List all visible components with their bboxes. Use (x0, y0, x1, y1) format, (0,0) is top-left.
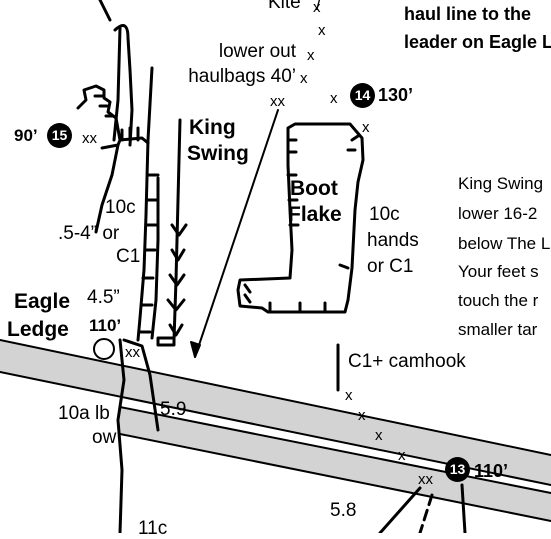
grade-10a-line2: ow (92, 427, 117, 448)
pitch-14-length: 130’ (378, 85, 414, 105)
lower-out-line2: haulbags 40’ (188, 66, 296, 87)
bolt-marker: xx (82, 130, 98, 147)
pitch-13-length: 110’ (474, 461, 509, 481)
king-swing-line1: King (189, 116, 236, 139)
bolt-marker: x (300, 70, 308, 87)
grade-58-label: 5.8 (330, 500, 357, 521)
main-crack (136, 66, 154, 342)
kite-label: Kite (268, 0, 301, 13)
crack-size-label: 4.5” (87, 287, 120, 308)
haul-note-line2: leader on Eagle L (404, 32, 551, 52)
swing-note-line1: King Swing (458, 174, 544, 193)
slash-mark: / (316, 0, 322, 14)
upper-ledge-band (0, 340, 551, 485)
eagle-lower-crack (116, 338, 126, 533)
bolt-marker: x (345, 387, 353, 404)
crack-hook (113, 24, 134, 147)
grade-59-label: 5.9 (160, 399, 187, 420)
left-grade-line3: C1 (116, 246, 141, 267)
bolt-marker: x (330, 90, 338, 107)
king-swing-ticks (166, 223, 188, 337)
ticks-left (93, 94, 140, 142)
swing-anchor (156, 336, 176, 347)
bolt-marker: x (307, 47, 315, 64)
eagle-height-label: 110’ (89, 316, 122, 335)
eagle-lower-crack-right (122, 338, 160, 432)
swing-note-line4: Your feet s (458, 262, 539, 281)
pitch-14-badge: 14 (350, 83, 375, 108)
boot-grade-line3: or C1 (367, 256, 414, 277)
main-crack-second (150, 176, 160, 340)
bolt-marker: xx (270, 93, 286, 110)
rock-outline-left (76, 84, 150, 150)
lower-ledge-band (120, 407, 551, 521)
boot-flake-line2: Flake (288, 203, 342, 226)
lower-crack-13-dashed (418, 493, 434, 533)
bolt-marker: x (358, 407, 366, 424)
eagle-ledge-line2: Ledge (7, 318, 69, 341)
grade-10a-line1: 10a lb (58, 403, 110, 424)
king-swing-line2: Swing (187, 142, 249, 165)
swing-note-line2: lower 16-2 (458, 204, 538, 223)
bolt-marker: x (362, 119, 370, 136)
boot-flake-line1: Boot (290, 177, 338, 200)
grade-11c-label: 11c (138, 518, 168, 539)
lower-ledge-edge-bottom (119, 433, 551, 522)
flake-ticks (138, 173, 160, 334)
pitch-15-length: 90’ (14, 126, 38, 145)
lower-out-line1: lower out (218, 41, 296, 62)
swing-note-line5: touch the r (458, 291, 539, 310)
bolt-marker: xx (125, 344, 141, 361)
swing-note-line6: smaller tar (458, 320, 538, 339)
left-grade-line2: .5-4” or (58, 223, 120, 244)
eagle-ledge-circle (93, 338, 115, 360)
boot-flake-ticks (243, 134, 360, 314)
pitch-15-badge: 15 (47, 123, 72, 148)
swing-note-line3: below The L (458, 234, 551, 253)
upper-ledge-edge-top (0, 339, 551, 456)
boot-grade-line2: hands (367, 230, 419, 251)
bolt-marker: x (375, 427, 383, 444)
bolt-marker: x (313, 0, 321, 16)
lower-crack-13 (378, 486, 422, 533)
left-flake (94, 143, 120, 234)
c1-camhook-label: C1+ camhook (348, 351, 466, 372)
bolt-marker: xx (418, 471, 434, 488)
left-corner (112, 26, 122, 142)
crack-top-left (98, 0, 112, 22)
eagle-ledge-line1: Eagle (14, 290, 71, 313)
left-grade-line1: 10c (105, 197, 136, 218)
bolt-marker: x (398, 447, 406, 464)
lower-crack-right (460, 483, 467, 533)
lower-ledge-edge-top (119, 406, 551, 494)
lower-out-arrowhead (190, 341, 201, 358)
haul-note-line1: haul line to the (404, 4, 532, 24)
lower-out-line (194, 109, 279, 358)
pitch-13-badge: 13 (445, 457, 470, 482)
bolt-marker: x (318, 22, 326, 39)
boot-grade-line1: 10c (369, 204, 400, 225)
